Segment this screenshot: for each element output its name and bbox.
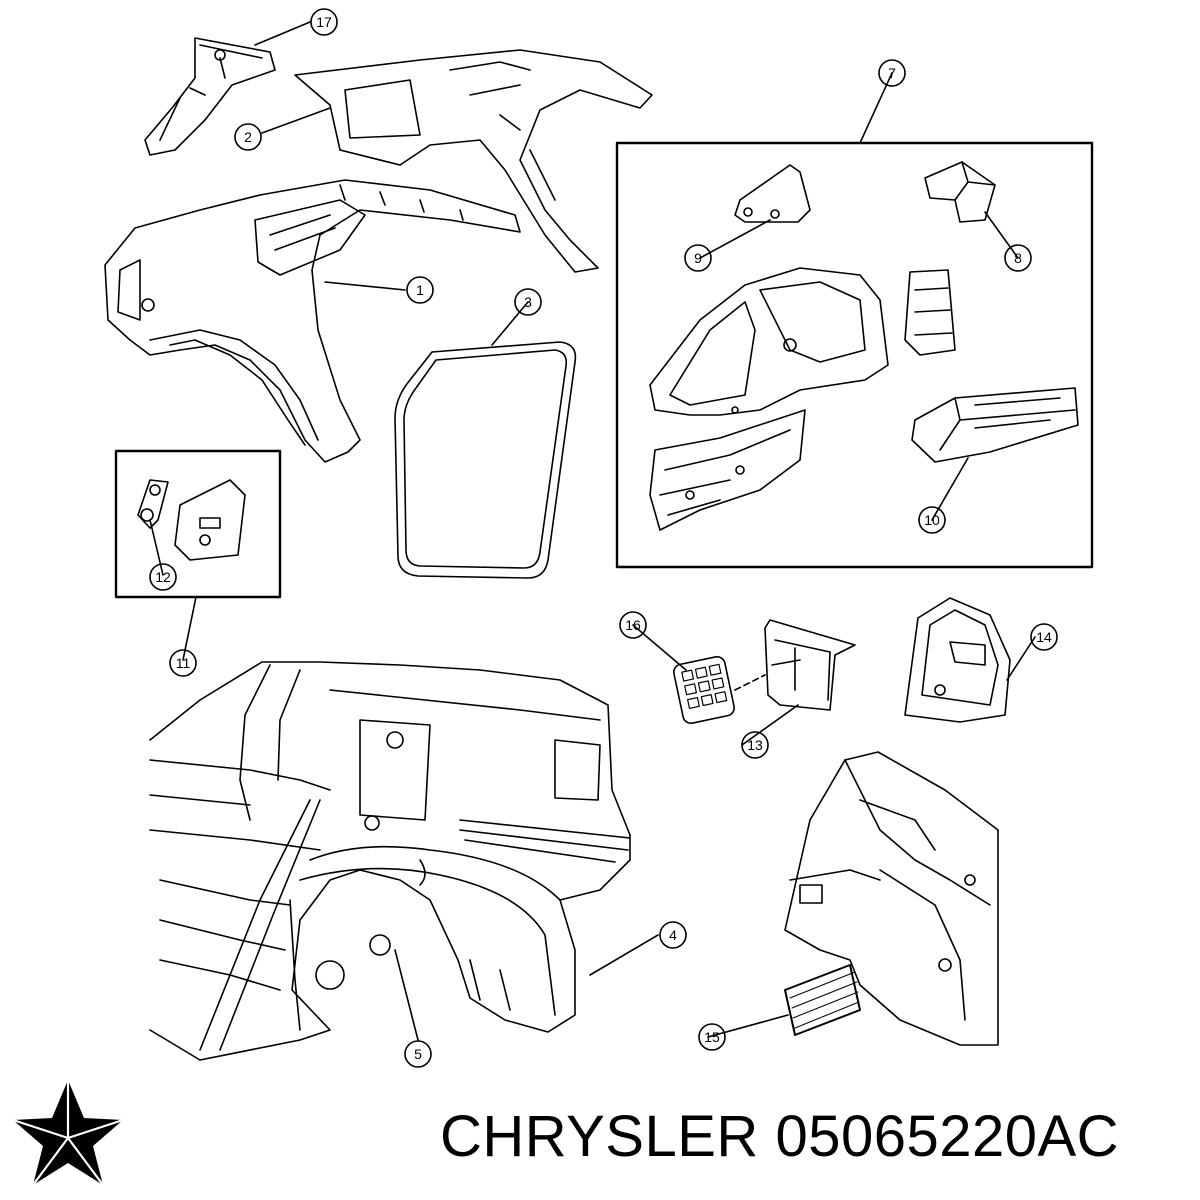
callout-1: 1 <box>416 282 424 298</box>
callout-circles <box>149 8 1058 1068</box>
part-3-weatherstrip <box>394 341 577 579</box>
callout-17: 16 <box>625 617 641 633</box>
callout-16: 17 <box>316 14 332 30</box>
callout-15: 15 <box>704 1029 720 1045</box>
part-13-panel <box>764 619 856 711</box>
brand-part-number: CHRYSLER 05065220AC <box>440 1108 1119 1166</box>
brand-name: CHRYSLER <box>440 1104 759 1169</box>
callout-13: 13 <box>747 737 763 753</box>
part-17-vent <box>673 655 766 725</box>
callout-11: 11 <box>176 655 191 671</box>
callout-8: 8 <box>1014 250 1022 266</box>
part-1-wheelhouse-outer <box>104 179 521 463</box>
callout-14: 14 <box>1036 629 1052 645</box>
callout-12: 12 <box>155 569 171 585</box>
part-14-tail-housing <box>904 597 1011 723</box>
part-2-quarter-inner <box>294 49 653 273</box>
callout-5: 5 <box>414 1046 422 1062</box>
part-9-bracket <box>734 164 811 223</box>
group-box-7 <box>615 141 1094 569</box>
part-8-corner-bracket <box>924 161 996 223</box>
callout-labels: 17 2 1 3 4 5 7 8 9 10 11 12 13 14 15 16 <box>155 14 1052 1062</box>
callout-2: 2 <box>244 129 252 145</box>
callout-10: 10 <box>924 512 940 528</box>
part-7-wheelhouse-inner <box>649 267 956 416</box>
part-7-lower-extension <box>649 409 806 531</box>
part-number: 05065220AC <box>775 1104 1120 1169</box>
rear-quarter-detail <box>784 751 999 1046</box>
chrysler-pentastar-icon <box>12 1080 124 1186</box>
group-box-11 <box>114 449 282 599</box>
callout-4: 4 <box>669 927 677 943</box>
leader-lines <box>149 21 1036 1041</box>
callout-9: 9 <box>694 250 702 266</box>
body-floor-assembly <box>149 661 631 1061</box>
callout-3: 3 <box>524 294 532 310</box>
part-16-pillar-bracket <box>144 37 276 156</box>
part-10-rear-extension <box>911 387 1079 463</box>
part-12-plate <box>137 479 246 561</box>
callout-7: 7 <box>888 65 896 81</box>
